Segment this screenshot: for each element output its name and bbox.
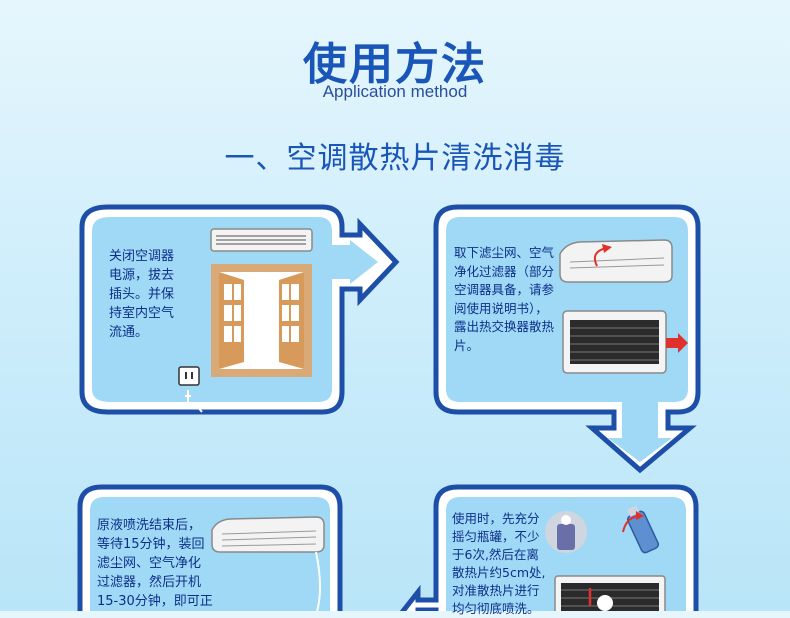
heat-exchanger-spray-icon xyxy=(554,575,666,611)
step-4-text: 原液喷洗结束后， 等待15分钟，装回 滤尘网、空气净化 过滤器，然后开机 15-… xyxy=(97,518,213,609)
step-2-text: 取下滤尘网、空气 净化过滤器（部分 空调器具备，请参 阅使用说明书）， 露出热交… xyxy=(454,245,555,353)
page-subtitle: Application method xyxy=(322,82,468,101)
ac-unit-opened-icon xyxy=(559,239,673,283)
spray-can-icon xyxy=(545,511,587,553)
heat-exchanger-icon xyxy=(562,310,688,374)
step-1-text: 关闭空调器 电源，拔去 插头。并保 持室内空气 流通。 xyxy=(109,249,175,340)
shake-can-icon xyxy=(622,505,660,554)
page-title: 使用方法 xyxy=(303,39,487,90)
power-socket-icon xyxy=(178,366,203,413)
open-window-icon xyxy=(211,264,312,377)
section-title: 一、空调散热片清洗消毒 xyxy=(224,141,566,176)
step-3-text: 使用时，先充分 摇匀瓶罐，不少 于6次,然后在离 散热片约5cm处, 对准散热片… xyxy=(452,511,546,616)
ac-unit-closed-icon xyxy=(211,516,325,611)
ac-unit-icon xyxy=(210,228,313,252)
